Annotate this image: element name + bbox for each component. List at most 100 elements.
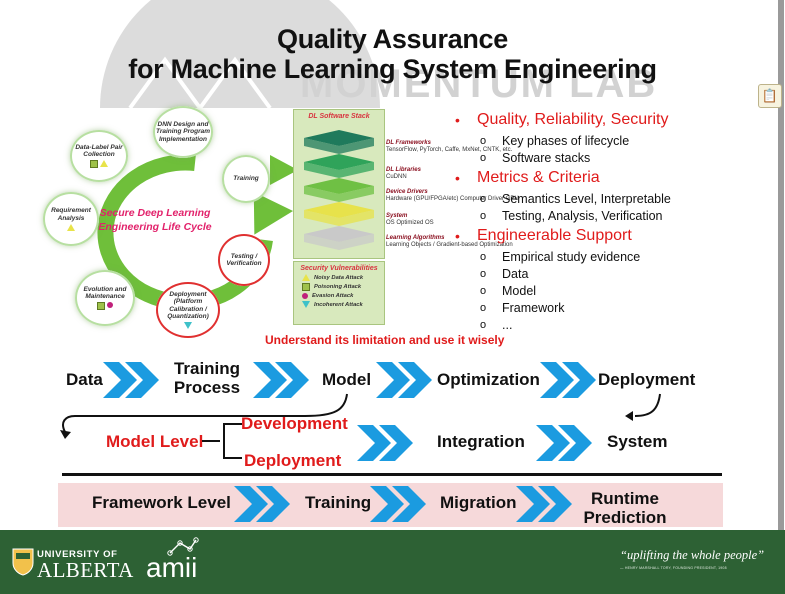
stack-item-name: DL Frameworks: [386, 140, 431, 146]
slide-title-line1: Quality Assurance: [277, 24, 508, 54]
circle-icon: [107, 302, 113, 309]
lab-watermark-text: MOMENTUM LAB: [300, 62, 658, 106]
bullet-heading: •Metrics & Criteria: [455, 166, 671, 190]
bullet-sub: o...: [480, 316, 671, 333]
chevron-right-icon: [376, 362, 432, 398]
flow-model-deployment: Deployment: [244, 451, 342, 470]
chevron-right-icon: [540, 362, 596, 398]
chevron-right-icon: [370, 486, 426, 522]
footer-motto-attribution: — HENRY MARSHALL TORY, FOUNDING PRESIDEN…: [620, 566, 727, 570]
stack-layer-side: [304, 210, 374, 226]
stack-item-detail: Hardware (GPU/FPGA/etc) Computer Driver …: [386, 196, 519, 203]
software-stack-title: DL Software Stack: [308, 113, 370, 120]
node-requirement-symbols: [67, 223, 75, 231]
bullet-circle-icon: o: [480, 151, 487, 164]
bullet-circle-icon: o: [480, 134, 487, 147]
stack-item-name: System: [386, 213, 408, 219]
stack-layer-side: [304, 186, 374, 202]
university-of-label: UNIVERSITY OF: [37, 549, 118, 560]
flow-development: Development: [241, 414, 348, 433]
down-triangle-icon: [302, 301, 310, 308]
lifecycle-center-line1: Secure Deep Learning: [99, 207, 211, 219]
stack-layer-side: [304, 138, 374, 154]
node-training-label: Training: [233, 175, 259, 183]
bullet-circle-icon: o: [480, 318, 487, 331]
clipboard-icon[interactable]: 📋: [758, 84, 782, 108]
square-icon: [90, 160, 98, 169]
vulnerability-item: Poisoning Attack: [302, 283, 384, 291]
vulnerability-label: Incoherent Attack: [314, 301, 363, 308]
node-dnn-design-label: DNN Design and Training Program Implemen…: [155, 120, 211, 143]
node-data-label-symbols: [90, 160, 108, 169]
node-data-label: Data-Label Pair Collection: [70, 130, 128, 182]
circle-icon: [302, 293, 308, 299]
amii-network-icon: [167, 537, 199, 556]
node-requirement: Requirement Analysis: [43, 192, 99, 246]
bullet-sub: o Software stacks: [480, 149, 671, 166]
flow-integration: Integration: [437, 432, 525, 451]
lifecycle-center-line2: Engineering Life Cycle: [98, 221, 212, 234]
bullet-heading: • Engineerable Support: [455, 224, 671, 248]
stack-item-detail: TensorFlow, PyTorch, Caffe, MxNet, CNTK,…: [386, 147, 513, 154]
stack-item-name: Device Drivers: [386, 189, 428, 195]
square-icon: [97, 302, 105, 311]
bullet-heading-text: Engineerable Support: [477, 227, 632, 244]
node-requirement-label: Requirement Analysis: [51, 207, 91, 222]
node-data-label-label: Data-Label Pair Collection: [75, 143, 123, 158]
flow-data: Data: [66, 370, 103, 389]
node-deployment-symbols: [184, 322, 192, 330]
software-stack-layers: [304, 130, 374, 250]
down-triangle-icon: [184, 322, 192, 330]
stack-layer-side: [304, 162, 374, 178]
bullet-sub-text: Key phases of lifecycle: [502, 133, 630, 148]
vulnerability-item: Evasion Attack: [302, 293, 384, 299]
alberta-label: ALBERTA: [37, 558, 134, 582]
flow-system: System: [607, 432, 668, 451]
triangle-icon: [67, 223, 75, 231]
software-stack-panel: DL Software Stack: [293, 109, 385, 259]
node-testing-label: Testing / Verification: [226, 252, 262, 267]
bullet-circle-icon: o: [480, 209, 487, 222]
footer-bar: [0, 530, 785, 594]
flow-framework-level: Framework Level: [92, 493, 231, 512]
bullet-sub-text: Semantics Level, Interpretable: [502, 191, 671, 206]
triangle-icon: [100, 160, 108, 168]
bullet-sub-text: Software stacks: [502, 150, 591, 165]
stack-item-detail: CuDNN: [386, 174, 407, 181]
bullet-sub-text: Framework: [502, 300, 565, 315]
node-evolution: Evolution and Maintenance: [75, 270, 135, 326]
flow-optimization: Optimization: [437, 370, 540, 389]
bullet-circle-icon: o: [480, 267, 487, 280]
stack-item-detail: OS Optimized OS: [386, 220, 434, 227]
stack-layer-side: [304, 234, 374, 250]
amii-logo-text: amii: [146, 552, 198, 583]
slide-title-line2: for Machine Learning System Engineering: [128, 54, 657, 84]
flow-model-level: Model Level: [106, 432, 204, 451]
flow-runtime-prediction: Runtime Prediction: [583, 489, 667, 527]
vulnerability-label: Evasion Attack: [312, 293, 354, 299]
bullet-sub-text: Empirical study evidence: [502, 249, 641, 264]
bullet-dot-icon: •: [455, 228, 460, 244]
flow-training: Training: [305, 493, 372, 512]
stack-item-name: Learning Algorithms: [386, 235, 445, 241]
bullet-dot-icon: •: [455, 170, 460, 186]
node-deployment-label: Deployment (Platform Calibration / Quant…: [167, 290, 209, 320]
chevron-right-icon: [536, 425, 592, 461]
bullet-dot-icon: •: [455, 112, 460, 128]
understand-note: Understand its limitation and use it wis…: [265, 333, 505, 347]
lifecycle-center-label: Secure Deep Learning Engineering Life Cy…: [95, 206, 215, 234]
footer-motto: “uplifting the whole people”: [620, 548, 765, 562]
section-divider: [62, 473, 722, 476]
flow-connectors: [60, 393, 661, 439]
